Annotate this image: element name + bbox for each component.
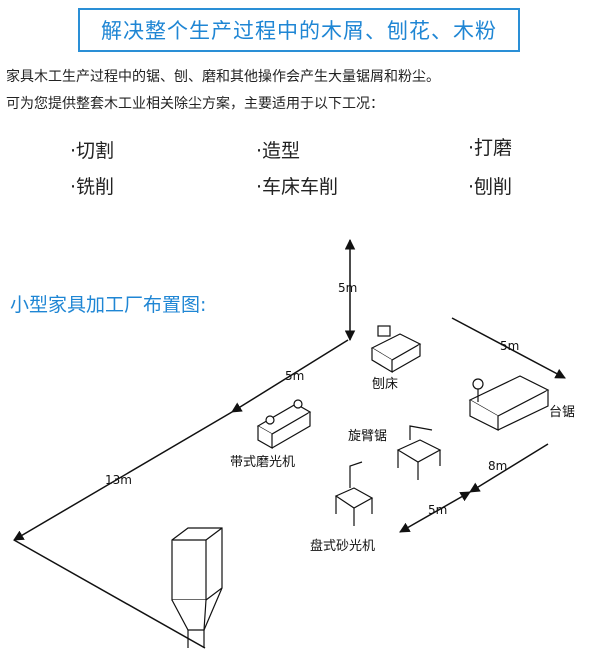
radial-saw-label: 旋臂锯 <box>348 429 387 444</box>
intro-line-2: 可为您提供整套木工业相关除尘方案，主要适用于以下工况： <box>6 96 384 112</box>
dim-long-label: 13m <box>105 473 132 487</box>
process-sanding: ·打磨 <box>468 137 513 159</box>
radial-saw-icon <box>396 425 442 480</box>
process-milling: ·铣削 <box>70 176 115 198</box>
disc-sander-label: 盘式砂光机 <box>310 538 375 554</box>
dim-saw-side-label: 8m <box>488 459 507 473</box>
dim-vertical-label: 5m <box>338 281 357 295</box>
table-saw-icon <box>468 375 550 431</box>
planer-label: 刨床 <box>372 377 398 392</box>
table-saw-label: 台锯 <box>549 405 575 420</box>
process-planing: ·刨削 <box>468 176 513 198</box>
layout-title: 小型家具加工厂布置图: <box>10 294 207 316</box>
title-banner: 解决整个生产过程中的木屑、刨花、木粉 <box>78 8 520 52</box>
process-molding: ·造型 <box>256 140 301 162</box>
dim-line-disc-side <box>399 491 471 533</box>
belt-sander-icon <box>256 399 312 450</box>
dim-line-saw-side <box>469 443 549 493</box>
dim-line-sander-planer <box>231 339 349 413</box>
dim-line-planer-saw <box>451 317 566 379</box>
dim-sander-planer-label: 5m <box>285 369 304 383</box>
intro-line-1: 家具木工生产过程中的锯、刨、磨和其他操作会产生大量锯屑和粉尘。 <box>6 69 440 85</box>
planer-machine-icon <box>370 325 422 374</box>
dim-planer-saw-label: 5m <box>500 339 519 353</box>
disc-sander-icon <box>334 461 374 526</box>
dim-line-long <box>13 411 233 541</box>
dust-collector-silo-icon <box>171 527 223 648</box>
process-cutting: ·切割 <box>70 140 115 162</box>
process-lathe: ·车床车削 <box>256 176 339 198</box>
floor-edge-line <box>13 539 206 649</box>
page-title: 解决整个生产过程中的木屑、刨花、木粉 <box>101 19 497 43</box>
belt-sander-label: 带式磨光机 <box>230 455 295 470</box>
dim-disc-side-label: 5m <box>428 503 447 517</box>
